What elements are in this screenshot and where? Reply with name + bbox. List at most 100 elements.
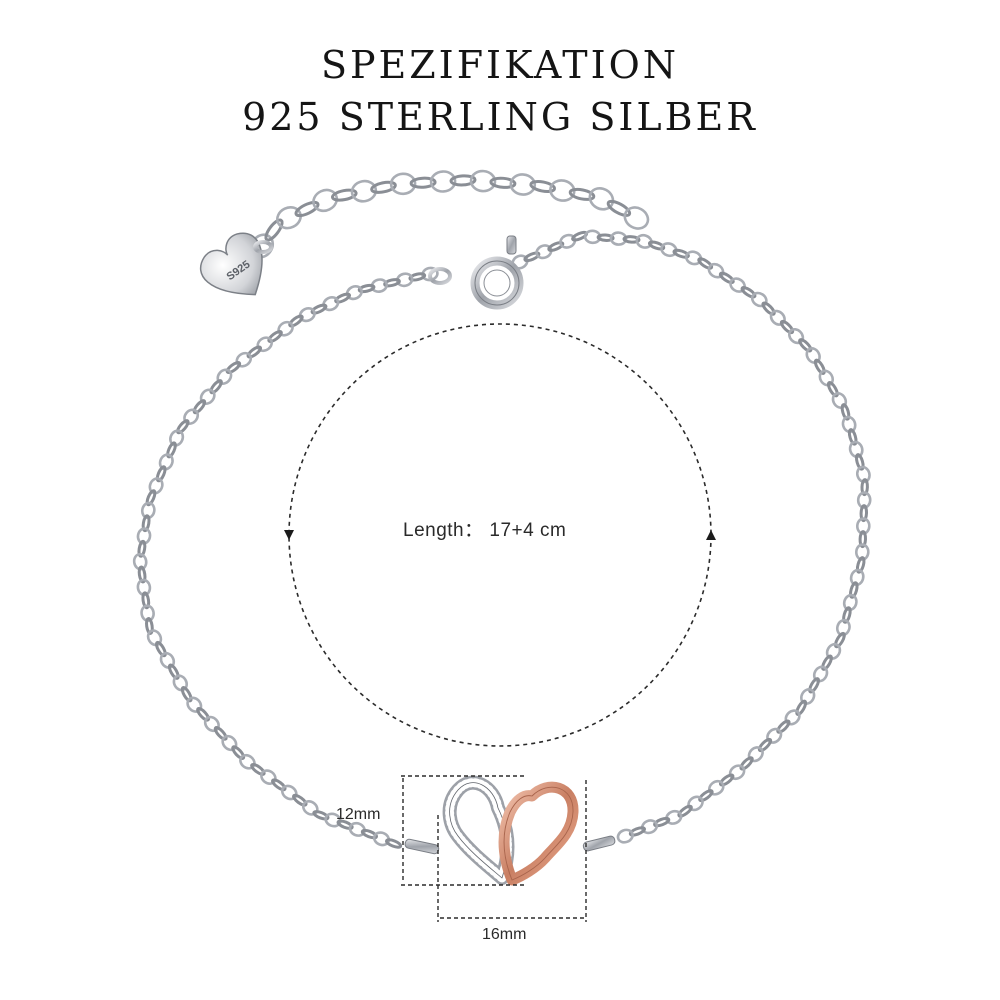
chain-link (509, 173, 537, 196)
chain-link (635, 233, 653, 249)
chain-link (647, 240, 666, 251)
chain-link (818, 369, 835, 387)
chain-link (606, 199, 632, 217)
chain-link (697, 257, 714, 270)
chain-link (276, 205, 302, 230)
chain-link (360, 828, 378, 840)
chain-link (628, 826, 646, 837)
chain-link (596, 233, 615, 242)
chain-link (841, 415, 857, 434)
arrow-up-icon (706, 530, 716, 540)
chain-link (795, 699, 808, 716)
chain-link (372, 831, 391, 847)
chain-link (855, 556, 866, 574)
length-label: Length： 17+4 cm (403, 520, 567, 541)
chain-link (141, 591, 151, 610)
heading-material: 925 STERLING SILBER (242, 95, 758, 139)
chain-link (132, 552, 148, 571)
chain-link (145, 489, 157, 507)
chain-link (842, 593, 858, 612)
chain-link (429, 170, 457, 193)
chain-link (842, 606, 852, 624)
chain-link (848, 440, 864, 459)
chain-link (549, 179, 576, 202)
chain-link (687, 795, 704, 812)
chain-link (739, 756, 754, 771)
chain-link (776, 719, 791, 734)
chain-link (277, 320, 294, 337)
chain-link (708, 779, 725, 796)
chain-link (312, 188, 339, 213)
heading-title: SPEZIFIKATION (320, 43, 680, 87)
chain-link (856, 491, 872, 509)
chain-link (489, 176, 517, 189)
chain-link (821, 654, 833, 671)
chain-link (698, 789, 714, 803)
chain-link (196, 706, 211, 722)
chain-link (855, 517, 871, 535)
chain-link (136, 578, 152, 597)
chain-link (849, 568, 865, 587)
chain-link (155, 465, 167, 483)
chain-link (854, 453, 865, 471)
chain-link (260, 769, 277, 785)
chain-link (660, 242, 678, 258)
chain-link (825, 642, 842, 660)
chain-link (784, 709, 801, 726)
left-connector (404, 838, 440, 855)
chain-link (766, 727, 783, 744)
chain-link (859, 504, 869, 523)
chain-link (370, 278, 389, 293)
chain-link (166, 441, 177, 459)
chain-link (718, 271, 735, 285)
chain-link (854, 543, 870, 561)
chain-link (271, 778, 287, 792)
chain-link (616, 828, 634, 844)
chain-link (623, 206, 650, 230)
chain-link (216, 368, 233, 385)
chain-link (264, 218, 284, 242)
chain-link (409, 176, 437, 189)
chain-link (808, 677, 820, 694)
chain-link (840, 403, 851, 421)
chain-link (395, 272, 414, 288)
chain-link (334, 292, 351, 304)
chain-link (330, 188, 358, 202)
chain-link (847, 428, 858, 446)
extension-chain (249, 169, 650, 259)
chain-link (136, 527, 152, 545)
width-dimension (437, 780, 587, 922)
height-dimension (401, 775, 524, 886)
chain-link (294, 200, 320, 218)
chain-link (653, 816, 671, 828)
chain-link (740, 286, 757, 299)
chain-link (192, 399, 207, 415)
chain-link (849, 581, 859, 599)
chain-link (239, 753, 256, 770)
silver-pave-heart (442, 775, 515, 885)
chain-link (385, 838, 403, 849)
chain-link (370, 180, 397, 194)
chain-link (757, 737, 773, 753)
chain-link (529, 179, 557, 194)
rose-gold-heart (498, 781, 579, 886)
chain-link (718, 773, 735, 787)
chain-link (280, 784, 298, 801)
chain-link (148, 477, 164, 495)
arrow-down-icon (284, 530, 294, 540)
chain-link (137, 565, 147, 584)
chain-link (779, 319, 795, 335)
chain-link (348, 821, 366, 837)
chain-link (559, 233, 577, 249)
chain-link (203, 715, 220, 733)
chain-link (141, 514, 151, 533)
chain-link (469, 169, 497, 193)
tag-jump-ring (253, 240, 273, 254)
chain-link (267, 330, 283, 343)
chain-link (583, 229, 602, 245)
chain-link (298, 307, 316, 323)
chain-link (183, 408, 200, 425)
chain-link (677, 804, 693, 818)
chain-link (665, 809, 683, 825)
